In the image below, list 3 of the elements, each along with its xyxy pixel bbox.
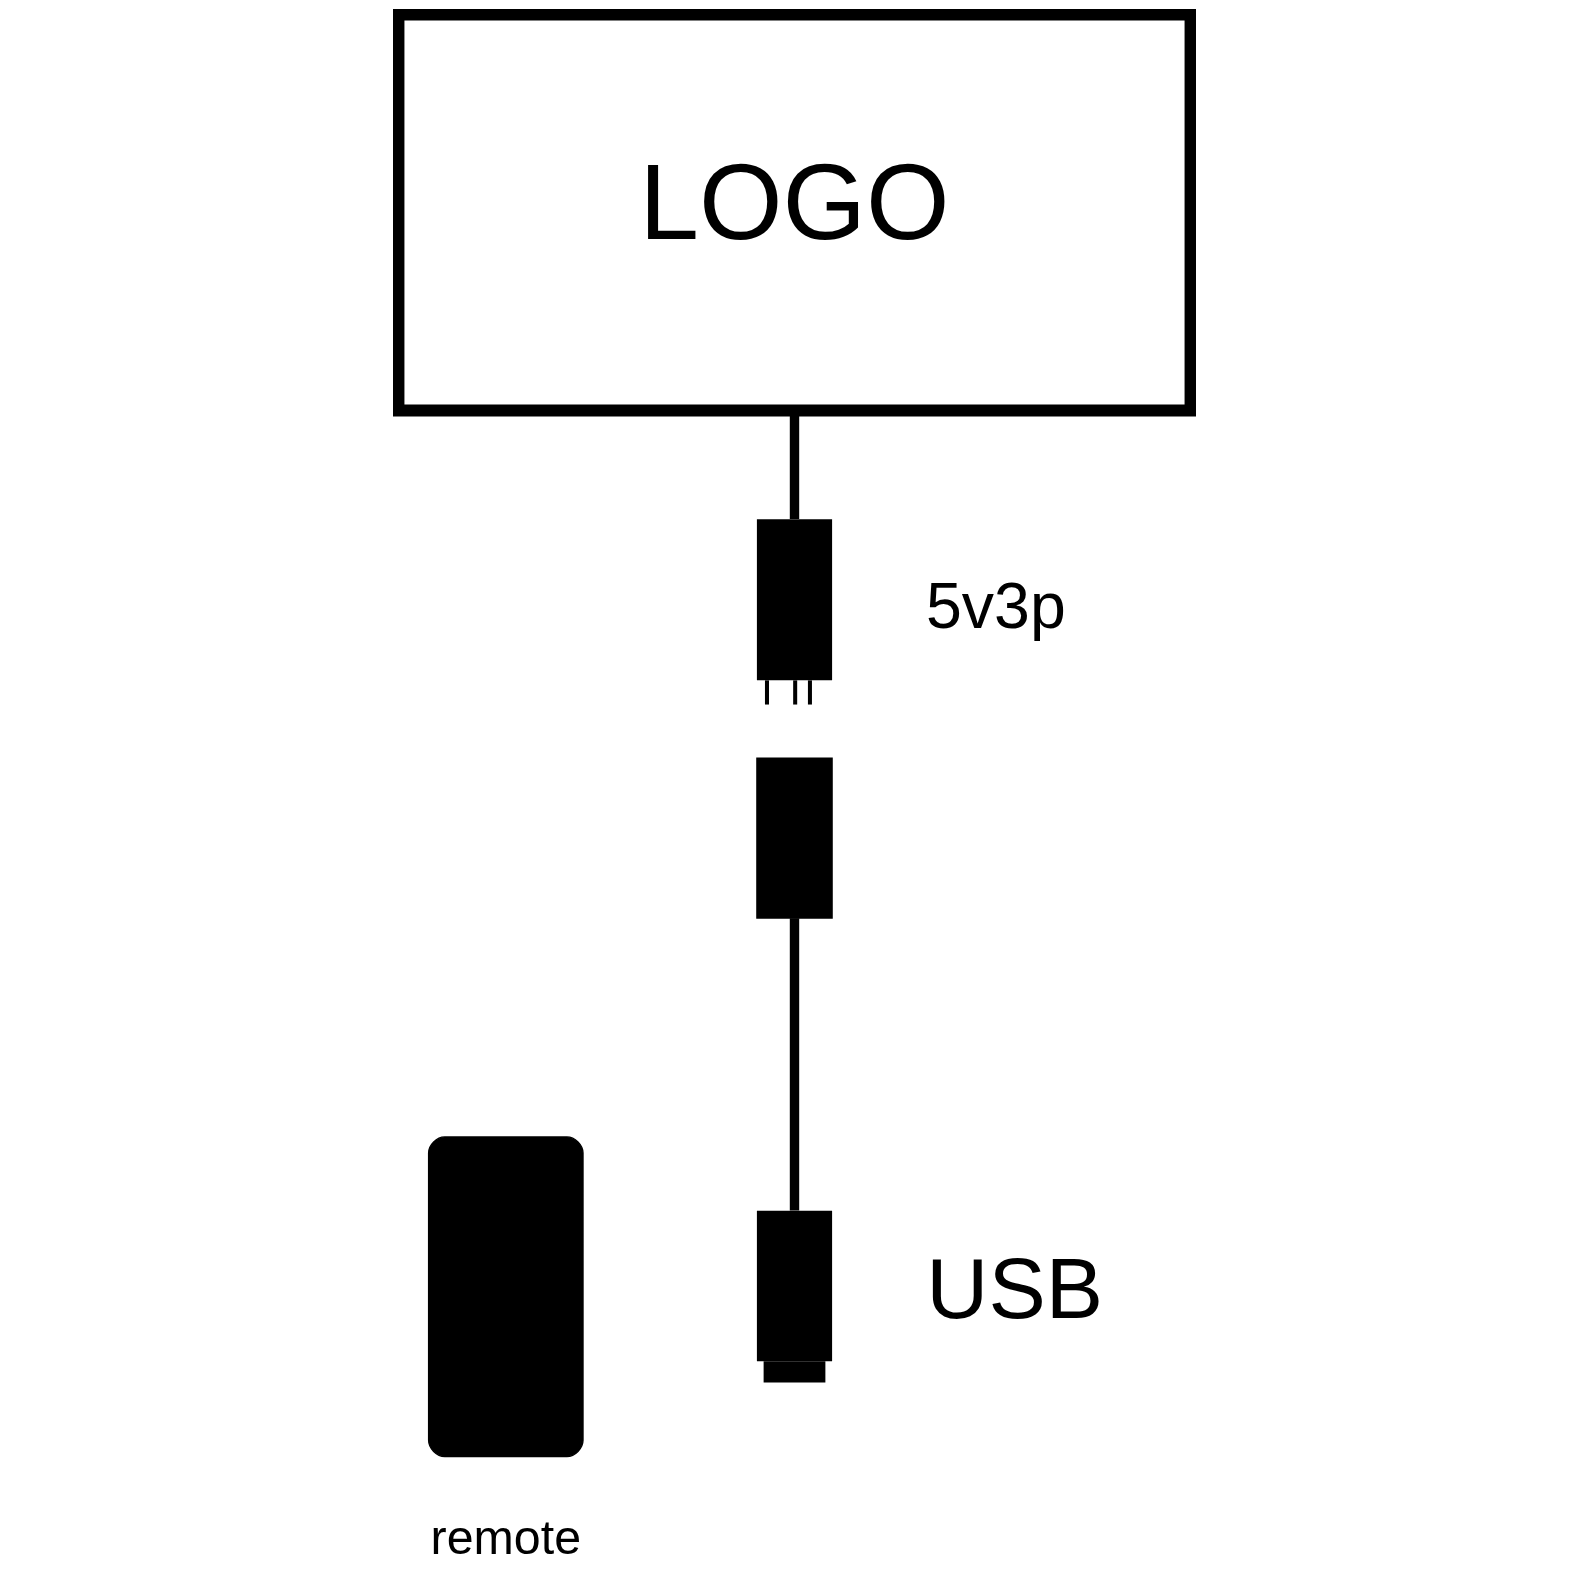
node-label: remote [430, 1509, 581, 1564]
node-label: USB [925, 1239, 1103, 1336]
node-label: 5v3p [925, 569, 1066, 642]
